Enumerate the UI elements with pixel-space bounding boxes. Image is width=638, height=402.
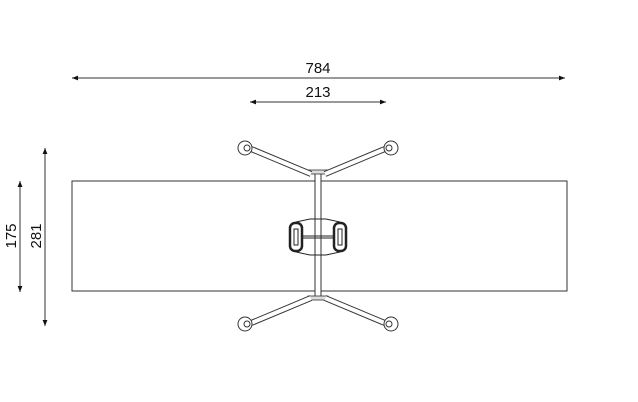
leg-top-left	[237, 140, 313, 177]
dimension-board-width: 175	[3, 181, 23, 292]
dimension-label-175: 175	[3, 223, 20, 248]
leg-top-right	[323, 140, 399, 177]
seat-assembly	[288, 218, 348, 256]
dimension-seesaw-span: 213	[250, 84, 386, 105]
dimension-overall-width: 281	[28, 148, 48, 326]
seat-left	[288, 221, 304, 253]
leg-bottom-right	[323, 295, 399, 332]
dimension-label-281: 281	[28, 223, 45, 248]
leg-bottom-left	[237, 295, 313, 332]
dimension-label-784: 784	[305, 60, 330, 77]
seat-right	[332, 221, 348, 253]
dimension-overall-length: 784	[72, 60, 565, 81]
dimension-label-213: 213	[305, 84, 330, 101]
support-legs	[237, 140, 399, 332]
